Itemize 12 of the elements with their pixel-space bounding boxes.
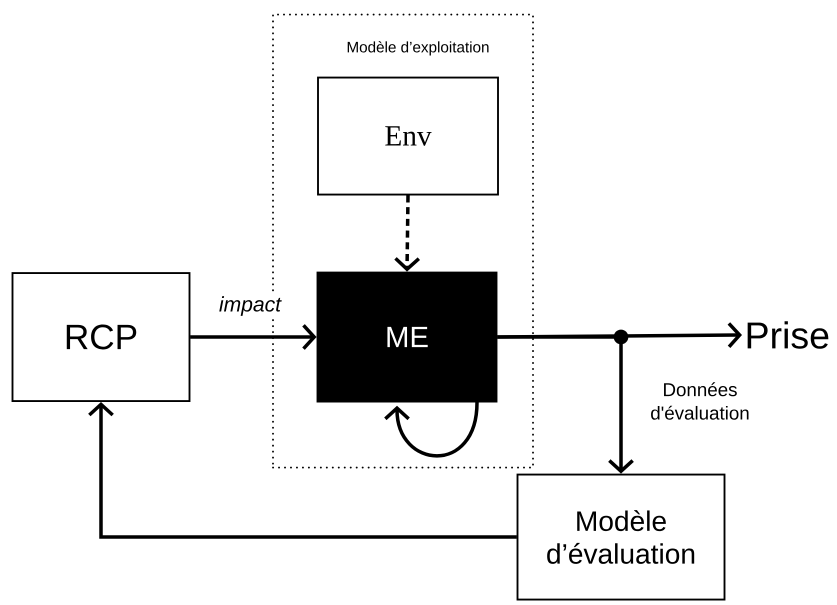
output-text: Prise [748,321,828,349]
process-box: ME [316,272,498,402]
arrow [394,195,420,272]
arrow [88,402,517,539]
process-box: Modèle d’évaluation [516,474,726,600]
arrow [384,402,479,458]
edge-label: Données d'évaluation [651,382,748,420]
process-box: Env [317,76,499,196]
arrow [190,324,317,350]
arrow [497,335,634,474]
edge-label: impact [219,296,282,316]
process-box: RCP [12,272,190,402]
